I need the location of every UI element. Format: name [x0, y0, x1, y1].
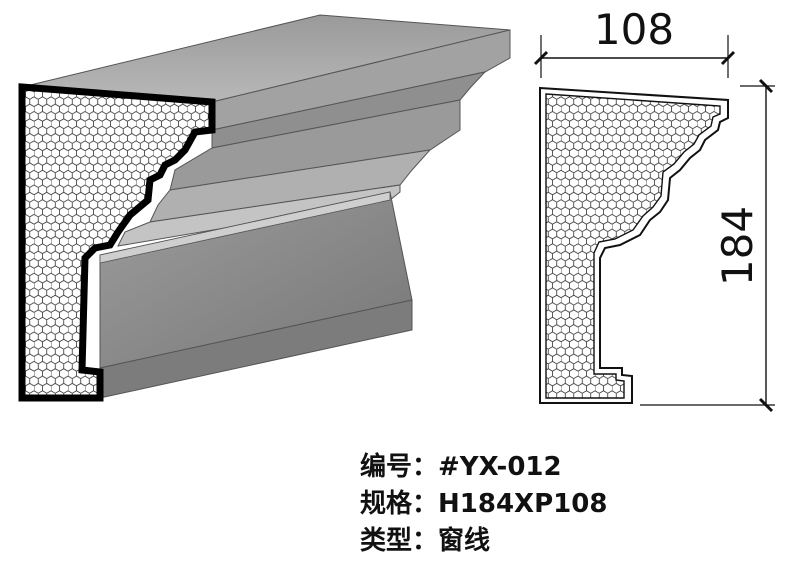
- width-value: 108: [594, 5, 674, 54]
- spec-size-label: 规格：: [360, 489, 439, 519]
- spec-code-value: #YX-012: [438, 452, 562, 482]
- spec-type-value: 窗线: [438, 526, 491, 556]
- section-view-2d: 108 184: [533, 5, 775, 413]
- spec-size-value: H184XP108: [438, 489, 608, 519]
- spec-type-label: 类型：: [360, 526, 439, 556]
- width-dimension: 108: [533, 5, 736, 78]
- molding-3d-view: [18, 14, 511, 402]
- section-core: [545, 93, 721, 399]
- spec-code-label: 编号：: [360, 452, 439, 482]
- spec-line-type: 类型：窗线: [360, 524, 490, 558]
- molding-profile-section: [18, 83, 216, 402]
- spec-line-code: 编号：#YX-012: [360, 450, 562, 484]
- height-dimension: 184: [640, 78, 775, 413]
- height-value: 184: [713, 206, 762, 286]
- spec-line-size: 规格：H184XP108: [360, 487, 607, 521]
